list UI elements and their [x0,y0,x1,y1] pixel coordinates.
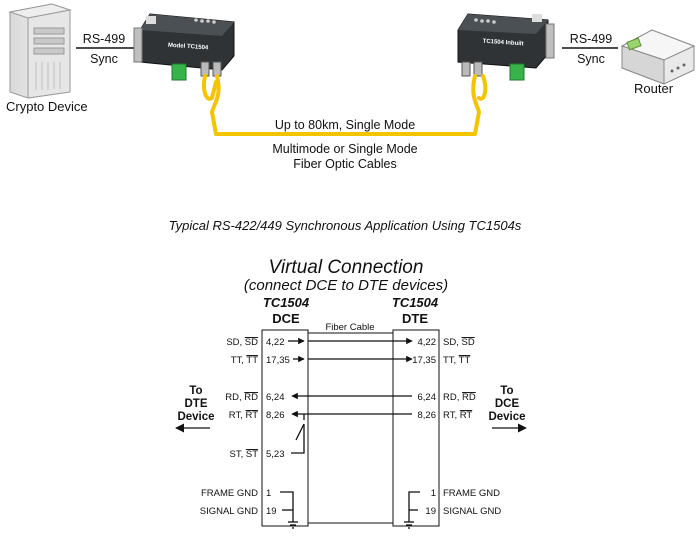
st-switch-icon [295,423,305,441]
to-dce-line2: DCE [495,398,520,410]
right-terminal-connector-icon [509,63,525,81]
dce-pin-numbers: 4,22 17,35 6,24 8,26 5,23 1 19 [266,337,290,517]
right-pin-signal-gnd: 19 [425,506,436,517]
right-fiber-port-icon [461,61,471,77]
right-signal-sd: SD, SD [443,337,475,348]
to-dte-line2: DTE [185,398,208,410]
right-signal-rt: RT, RT [443,410,472,421]
left-link-protocol: RS-499 [83,32,125,46]
right-unit-role: DTE [402,311,428,326]
dce-ground-icon [288,521,298,529]
virtual-connection-title: Virtual Connection [269,257,424,278]
to-dce-line1: To [500,385,513,397]
dte-unit-box [392,329,440,527]
brand-logo-icon [146,16,156,24]
to-dte-line1: To [189,385,202,397]
left-pin-rt: 8,26 [266,410,285,421]
right-pin-frame-gnd: 1 [431,488,436,499]
fiber-cable-label: Fiber Cable [325,322,374,333]
left-signal-rt: RT, RT [229,410,258,421]
router-label: Router [634,81,674,96]
right-pin-rd: 6,24 [418,392,437,403]
to-dte-line3: Device [177,411,214,423]
left-signal-tt: TT, TT [231,355,258,366]
right-link-protocol: RS-499 [570,32,612,46]
left-pin-tt: 17,35 [266,355,290,366]
left-pin-frame-gnd: 1 [266,488,271,499]
left-terminal-connector-icon [171,63,187,81]
router-icon [620,29,696,85]
left-tc1504-unit [133,13,235,81]
dte-signal-labels: SD, SD TT, TT RD, RD RT, RT FRAME GND SI… [443,337,501,517]
left-signal-sd: SD, SD [226,337,258,348]
dte-ground-icon [404,521,414,529]
fiber-type-line2: Fiber Optic Cables [293,157,397,171]
right-unit-name: TC1504 [392,295,439,310]
dte-pin-numbers: 4,22 17,35 6,24 8,26 1 19 [412,337,436,517]
diagram-caption: Typical RS-422/449 Synchronous Applicati… [169,218,522,233]
left-signal-frame-gnd: FRAME GND [201,488,258,499]
left-unit-model: Model TC1504 [168,43,209,52]
crypto-device-icon [8,3,72,99]
right-pin-rt: 8,26 [418,410,437,421]
dce-frame-gnd-line [280,491,294,522]
right-signal-frame-gnd: FRAME GND [443,488,500,499]
dce-unit-box [261,329,309,527]
right-pin-sd: 4,22 [418,337,437,348]
left-signal-st: ST, ST [229,449,258,460]
right-link-mode: Sync [577,52,605,66]
left-unit-name: TC1504 [263,295,310,310]
left-pin-st: 5,23 [266,449,285,460]
right-tc1504-unit [457,13,555,81]
dte-frame-gnd-line [408,491,420,522]
left-link-mode: Sync [90,52,118,66]
right-signal-signal-gnd: SIGNAL GND [443,506,501,517]
left-fiber-port-icon [200,61,210,77]
right-signal-tt: TT, TT [443,355,470,366]
dce-signal-labels: SD, SD TT, TT RD, RD RT, RT ST, ST FRAME… [200,337,258,517]
virtual-connection-subtitle: (connect DCE to DTE devices) [244,277,448,294]
right-unit-model: TC1504 Inbuilt [482,39,523,48]
fiber-optic-cable [201,74,488,136]
left-pin-signal-gnd: 19 [266,506,277,517]
fiber-type-line1: Multimode or Single Mode [272,142,417,156]
fiber-distance-label: Up to 80km, Single Mode [275,118,415,132]
st-loop-line [291,424,305,454]
to-dce-line3: Device [488,411,525,423]
right-pin-tt: 17,35 [412,355,436,366]
brand-logo-icon [532,14,542,22]
left-signal-rd: RD, RD [225,392,258,403]
left-unit-role: DCE [272,311,300,326]
crypto-device-label: Crypto Device [6,99,88,114]
left-pin-rd: 6,24 [266,392,285,403]
left-signal-signal-gnd: SIGNAL GND [200,506,258,517]
right-signal-rd: RD, RD [443,392,476,403]
left-pin-sd: 4,22 [266,337,285,348]
